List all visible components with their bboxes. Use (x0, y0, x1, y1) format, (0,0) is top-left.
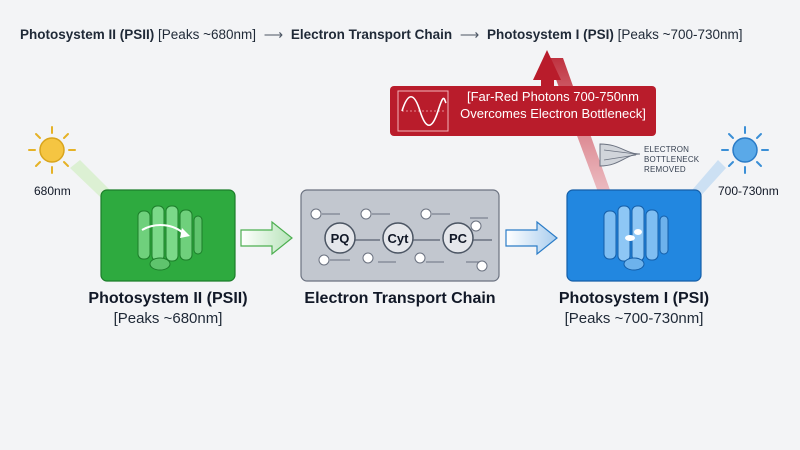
far-red-up-arrow-icon (533, 50, 561, 80)
light-label-700: 700-730nm (718, 184, 779, 198)
header-psii-peak: [Peaks ~680nm] (158, 27, 256, 42)
carrier-cyt: Cyt (382, 222, 414, 254)
header-arrow-icon: ⟶ (263, 27, 284, 42)
etc-caption: Electron Transport Chain (290, 290, 510, 308)
carrier-pq: PQ (324, 222, 356, 254)
header-psi-peak: [Peaks ~700-730nm] (617, 27, 743, 42)
header-etc-label: Electron Transport Chain (290, 27, 453, 42)
bottleneck-line-2: BOTTLENECK (644, 155, 700, 164)
protein-complex-icon (603, 205, 669, 271)
bottleneck-line-1: ELECTRON (644, 145, 690, 154)
etc-electrons (310, 208, 488, 272)
bottleneck-line-3: REMOVED (644, 165, 686, 174)
header-psii-label: Photosystem II (PSII) (20, 27, 155, 42)
flow-arrow-psii-etc (240, 220, 293, 256)
carrier-pc-label: PC (449, 231, 468, 246)
psii-peak: [Peaks ~680nm] (113, 310, 223, 327)
bottleneck-icon (599, 143, 641, 167)
far-red-line-1: [Far-Red Photons 700-750nm (467, 89, 639, 104)
carrier-cyt-label: Cyt (388, 231, 410, 246)
psi-peak: [Peaks ~700-730nm] (564, 310, 704, 327)
far-red-banner (390, 86, 656, 136)
sun-icon-blue (721, 126, 769, 174)
bottleneck-flow-lines (603, 149, 637, 161)
bottleneck-text: ELECTRON BOTTLENECK REMOVED (644, 145, 699, 175)
sun-icon-yellow (28, 126, 76, 174)
sine-wave-icon (397, 90, 449, 132)
psi-title: Photosystem I (PSI) (558, 290, 710, 307)
header-arrow-icon: ⟶ (459, 27, 480, 42)
carrier-pq-label: PQ (331, 231, 350, 246)
far-red-line-2: Overcomes Electron Bottleneck] (460, 106, 646, 121)
psii-title: Photosystem II (PSII) (88, 290, 248, 307)
psii-caption: Photosystem II (PSII) [Peaks ~680nm] (68, 290, 268, 327)
etc-electron-arrows (322, 213, 492, 263)
header-flow: Photosystem II (PSII) [Peaks ~680nm] ⟶ E… (20, 27, 743, 43)
light-label-680: 680nm (34, 184, 71, 198)
carrier-pc: PC (442, 222, 474, 254)
etc-title: Electron Transport Chain (304, 290, 496, 307)
protein-complex-icon (137, 205, 203, 271)
flow-arrow-etc-psi (505, 220, 558, 256)
header-psi-label: Photosystem I (PSI) (487, 27, 614, 42)
psi-caption: Photosystem I (PSI) [Peaks ~700-730nm] (534, 290, 734, 327)
far-red-banner-text: [Far-Red Photons 700-750nm Overcomes Ele… (452, 88, 654, 122)
